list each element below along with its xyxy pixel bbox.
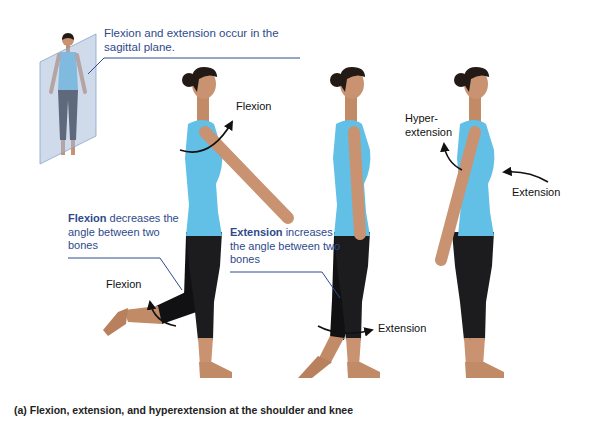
head bbox=[62, 34, 74, 46]
sagittal-plane bbox=[40, 34, 96, 164]
motion-arrow bbox=[318, 326, 372, 333]
movement-label: Flexion bbox=[106, 278, 156, 292]
definition-text: Extension increases the angle between tw… bbox=[230, 226, 342, 267]
figure-hyperextension bbox=[441, 67, 504, 378]
motion-arrow bbox=[444, 144, 462, 170]
motion-arrow bbox=[150, 302, 176, 326]
arm bbox=[441, 132, 475, 260]
standing-leg bbox=[186, 232, 232, 378]
arm bbox=[354, 132, 360, 234]
standing-leg bbox=[458, 232, 504, 378]
movement-label: Flexion bbox=[236, 100, 296, 114]
motion-arrow bbox=[504, 172, 548, 182]
leader-line bbox=[230, 272, 340, 298]
figure-extension bbox=[298, 67, 380, 378]
foot bbox=[298, 356, 332, 378]
motion-arrow bbox=[180, 122, 232, 152]
bold-term: Extension bbox=[230, 226, 283, 238]
definition-text: Flexion decreases the angle between two … bbox=[68, 212, 186, 253]
hair bbox=[62, 33, 74, 40]
figure-caption: (a) Flexion, extension, and hyperextensi… bbox=[14, 404, 353, 416]
standing-leg bbox=[334, 232, 380, 378]
movement-label: Hyper- extension bbox=[405, 112, 457, 139]
note-text: Flexion and extension occur in the sagit… bbox=[104, 26, 304, 54]
bold-term: Flexion bbox=[68, 212, 107, 224]
foot bbox=[103, 308, 128, 336]
upper-body bbox=[330, 67, 370, 236]
arm bbox=[205, 132, 288, 218]
movement-label: Extension bbox=[378, 322, 448, 336]
movement-label: Extension bbox=[512, 186, 584, 200]
leader-line bbox=[88, 58, 300, 74]
